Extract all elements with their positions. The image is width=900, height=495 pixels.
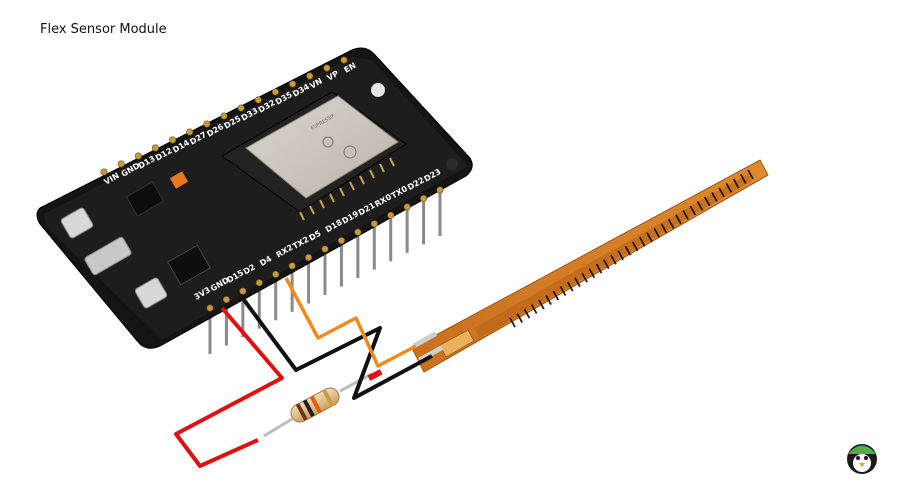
flex-trace — [559, 286, 567, 297]
header-pin — [100, 168, 108, 176]
header-pin — [151, 144, 159, 152]
orange-wire — [284, 277, 417, 368]
boot-button — [60, 207, 94, 239]
header-pin — [289, 80, 297, 88]
header-pin — [323, 64, 331, 72]
flex-trace — [538, 299, 545, 310]
header-pin — [169, 136, 177, 144]
flex-trace — [667, 218, 675, 229]
header-pin — [239, 287, 247, 295]
flex-trace — [732, 178, 740, 189]
header-pin — [306, 72, 314, 80]
flex-trace — [689, 205, 697, 216]
flex-trace — [660, 223, 668, 234]
header-pin — [117, 160, 125, 168]
flex-trace — [639, 236, 646, 247]
micro-usb-port — [84, 236, 132, 276]
flex-trace — [530, 304, 538, 314]
flex-trace — [509, 317, 516, 328]
mounting-hole — [446, 158, 458, 170]
header-pin — [255, 279, 263, 287]
flex-trace — [711, 191, 718, 202]
header-pin — [206, 304, 214, 312]
header-pin — [387, 211, 395, 219]
header-pin — [203, 120, 211, 128]
header-pin — [237, 104, 245, 112]
resistor — [263, 372, 373, 438]
header-pin — [186, 128, 194, 136]
flex-trace — [682, 209, 689, 220]
header-pin — [134, 152, 142, 160]
header-pin — [272, 270, 280, 278]
header-pin — [288, 262, 296, 270]
voltage-regulator — [125, 181, 165, 217]
flex-trace — [740, 174, 747, 184]
header-pin — [354, 228, 362, 236]
flex-sensor-traces — [509, 169, 754, 328]
flex-trace — [552, 290, 560, 301]
bottom-header — [206, 186, 444, 312]
header-pin — [420, 194, 428, 202]
header-pin — [340, 56, 348, 64]
esp32-board: ESPRESSIF VINGNDD13D12D14D27D26D25D33D32… — [36, 47, 473, 354]
header-pin — [254, 96, 262, 104]
header-pin — [403, 203, 411, 211]
usb-uart-chip — [167, 244, 211, 286]
mounting-hole — [371, 83, 385, 97]
flex-trace — [617, 250, 624, 261]
red-wire-joint — [367, 369, 383, 381]
flex-trace — [588, 268, 596, 279]
flex-trace — [545, 295, 552, 306]
flex-trace — [718, 187, 725, 198]
flex-trace — [747, 169, 754, 180]
flex-trace — [602, 259, 610, 270]
flex-trace — [610, 254, 617, 265]
header-pin — [220, 112, 228, 120]
red-wire — [174, 306, 284, 468]
flex-trace — [675, 214, 682, 225]
flex-trace — [574, 277, 581, 288]
flex-trace — [703, 196, 711, 207]
flex-trace — [646, 232, 653, 243]
top-header — [100, 56, 348, 176]
flex-sensor-pin — [412, 331, 438, 349]
header-pin — [222, 296, 230, 304]
header-pin — [271, 88, 279, 96]
header-pin — [370, 220, 378, 228]
header-pin — [436, 186, 444, 194]
penguin-logo-icon — [847, 444, 877, 474]
flex-trace — [696, 200, 704, 211]
flex-trace — [595, 263, 603, 274]
header-pin — [321, 245, 329, 253]
esp32-module: ESPRESSIF — [221, 91, 407, 221]
header-pin — [305, 253, 313, 261]
flex-trace — [523, 308, 531, 319]
flex-trace — [566, 281, 574, 292]
flex-trace — [653, 227, 661, 238]
page-title: Flex Sensor Module — [40, 22, 167, 37]
flex-trace — [581, 272, 588, 283]
orange-capacitor — [169, 171, 189, 189]
black-wire — [242, 298, 433, 400]
enable-button — [134, 277, 168, 309]
header-pin — [337, 237, 345, 245]
flex-trace — [516, 313, 523, 323]
wires — [174, 277, 433, 468]
flex-sensor — [411, 159, 769, 373]
flex-trace — [725, 183, 733, 193]
flex-trace — [624, 245, 632, 256]
flex-trace — [631, 241, 639, 252]
